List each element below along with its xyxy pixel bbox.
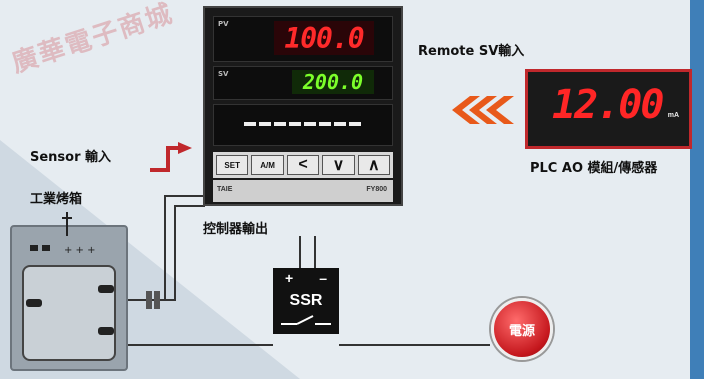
plc-label: PLC AO 模組/傳感器 [530, 161, 658, 176]
cable-gland [146, 291, 160, 309]
led-indicators [244, 113, 380, 133]
industrial-oven: + + + [10, 225, 128, 371]
ssr-label: SSR [289, 292, 323, 309]
shift-left-key[interactable]: < [286, 155, 320, 175]
ssr-minus: – [319, 270, 327, 286]
controller-output-label: 控制器輸出 [203, 222, 269, 237]
svg-text:+ + +: + + + [64, 245, 96, 256]
sv-display: SV 200.0 [213, 66, 393, 100]
ssr-wire [128, 236, 490, 346]
set-key[interactable]: SET [216, 155, 249, 175]
power-button[interactable]: 電源 [491, 298, 553, 360]
remote-sv-arrows [452, 96, 514, 124]
plc-unit: mA [667, 112, 679, 119]
sv-tag: SV [218, 70, 229, 78]
controller-footer: TAIE FY800 [213, 180, 393, 202]
plc-value: 12.00 [552, 82, 664, 128]
remote-sv-label: Remote SV輸入 [418, 44, 525, 59]
oven-door [22, 265, 116, 361]
model-label: FY800 [366, 186, 387, 193]
ssr-relay: + – SSR [273, 268, 339, 334]
up-key[interactable]: ∧ [357, 155, 391, 175]
pv-display: PV 100.0 [213, 16, 393, 62]
switch-symbol-icon [281, 315, 331, 325]
oven-controls-icon: + + + [30, 245, 96, 256]
auto-manual-key[interactable]: A/M [251, 155, 284, 175]
plc-ao-display: 12.00 mA [525, 69, 692, 149]
sv-value: 200.0 [292, 70, 374, 94]
indicator-bar [213, 104, 393, 146]
ssr-plus: + [285, 270, 294, 286]
oven-probe-icon [62, 212, 72, 236]
pv-value: 100.0 [274, 21, 374, 55]
pv-tag: PV [218, 20, 229, 28]
down-key[interactable]: ∨ [322, 155, 355, 175]
controller-keypad: SET A/M < ∨ ∧ [213, 152, 393, 178]
sensor-arrow [150, 142, 192, 172]
brand-label: TAIE [217, 186, 233, 193]
oven-label: 工業烤箱 [30, 192, 83, 207]
sensor-label: Sensor 輸入 [30, 150, 112, 165]
temperature-controller: PV 100.0 SV 200.0 SET A/M < ∨ ∧ TAIE FY8… [203, 6, 403, 206]
oven-latch-icon [26, 285, 114, 335]
power-button-label: 電源 [508, 323, 535, 339]
